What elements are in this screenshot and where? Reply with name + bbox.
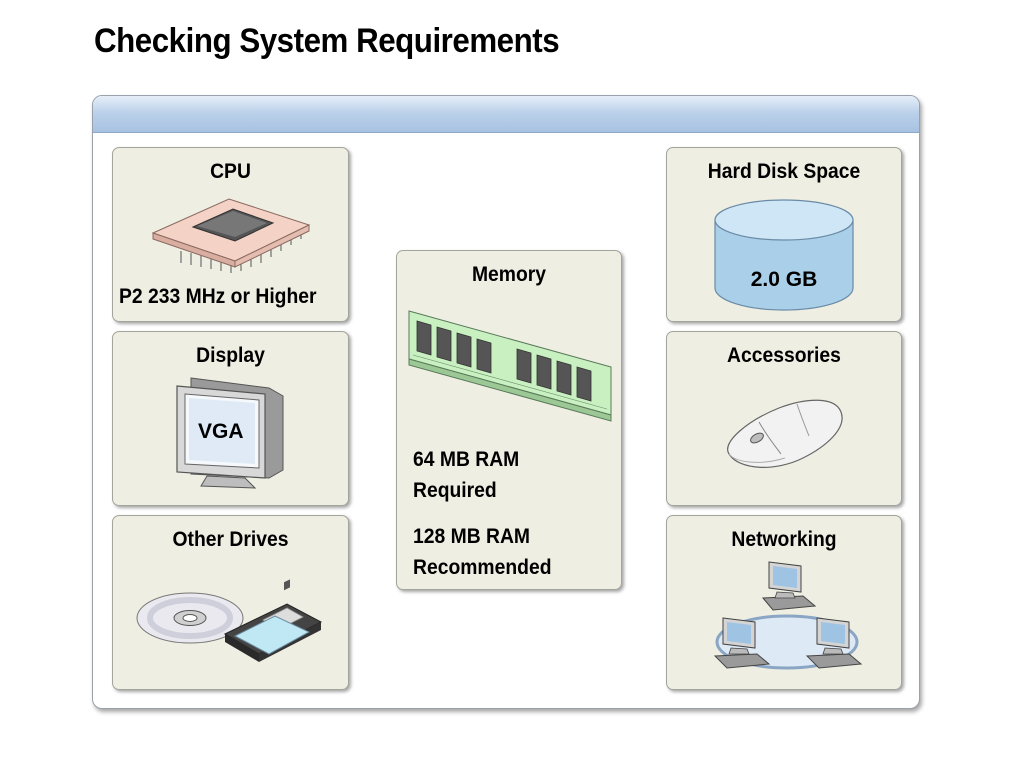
ram-module-icon [408,310,612,422]
memory-required-line2: Required [413,479,497,502]
memory-required-line1: 64 MB RAM [413,448,520,471]
other-drives-card: Other Drives [112,515,349,690]
cpu-card-title: CPU [210,160,251,183]
hard-disk-card-title: Hard Disk Space [707,160,861,183]
hard-disk-card: Hard Disk Space 2.0 GB [666,147,902,322]
frame-header-bar [93,96,919,133]
networking-card-title: Networking [731,528,837,551]
hard-disk-capacity-label: 2.0 GB [751,268,818,291]
cd-disc-icon [136,592,244,644]
cpu-card: CPU P2 233 MHz or Higher [112,147,349,322]
memory-card: Memory 64 MB RAM Required 128 MB RAM Rec… [396,250,622,590]
cpu-chip-icon [151,198,311,273]
network-computer-right [805,617,863,669]
memory-card-title: Memory [471,263,547,286]
display-card: Display VGA [112,331,349,506]
networking-card: Networking [666,515,902,690]
memory-recommended-line2: Recommended [413,556,552,579]
monitor-icon: VGA [176,377,284,489]
accessories-card: Accessories [666,331,902,506]
network-computer-top [761,561,817,611]
memory-recommended-line1: 128 MB RAM [413,525,531,548]
mouse-icon [727,399,843,468]
other-drives-card-title: Other Drives [172,528,289,551]
network-computer-left [713,617,771,669]
display-screen-label: VGA [198,420,244,443]
hard-disk-cylinder-icon: 2.0 GB [714,199,854,311]
accessories-card-title: Accessories [727,344,841,367]
page-title: Checking System Requirements [94,22,560,60]
display-card-title: Display [196,344,265,367]
cpu-requirement-text: P2 233 MHz or Higher [119,285,317,308]
floppy-disk-icon [223,579,323,662]
network-computers-icon [713,561,863,670]
